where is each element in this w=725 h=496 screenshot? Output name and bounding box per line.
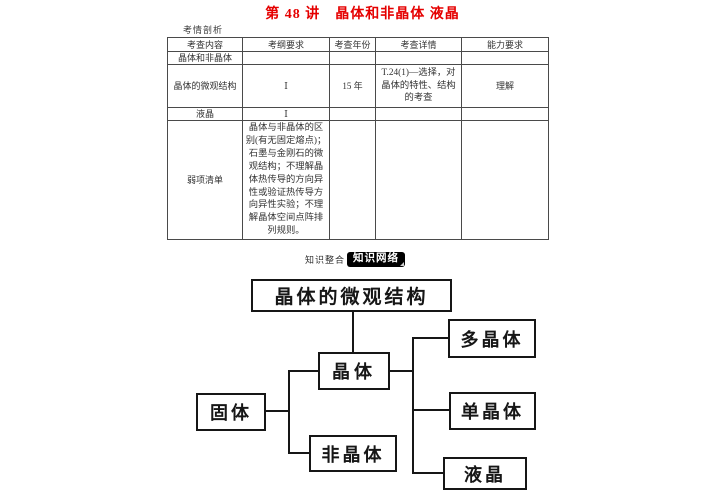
badge-label: 知识网络: [353, 253, 400, 264]
connector-root-to-crystal: [352, 312, 354, 352]
column-header: 考查年份: [329, 37, 376, 52]
column-header: 考查内容: [167, 37, 243, 52]
table-cell: [461, 51, 549, 65]
knowledge-network-badge: 知识网络: [347, 252, 406, 267]
connector-to-crystal: [288, 370, 318, 372]
table-cell: [461, 119, 549, 241]
page-title: 第 48 讲 晶体和非晶体 液晶: [265, 7, 460, 22]
connector-to-amorphous: [288, 452, 309, 454]
table-cell: 弱项清单: [167, 119, 243, 241]
table-cell: 液晶: [167, 107, 243, 121]
table-row: 晶体的微观结构 Ⅰ 15 年 T.24(1)—选择，对晶体的特性、结构的考查 理…: [167, 64, 549, 108]
table-cell: 晶体的微观结构: [167, 64, 243, 108]
table-cell: 理解: [461, 64, 549, 108]
table-cell: [242, 51, 330, 65]
table-cell: Ⅰ: [242, 64, 330, 108]
table-header-row: 考查内容 考纲要求 考查年份 考查详情 能力要求: [167, 37, 549, 52]
badge-corner-icon: [400, 262, 405, 266]
column-header: 考查详情: [375, 37, 462, 52]
table-cell: [375, 107, 462, 121]
knowledge-banner: 知识整合 知识网络: [305, 252, 406, 267]
exam-analysis-table: 考查内容 考纲要求 考查年份 考查详情 能力要求 晶体和非晶体 晶体的微观结构 …: [167, 37, 549, 241]
diagram-node-monocrystal: 单晶体: [449, 392, 536, 430]
diagram-node-liquid-crystal: 液晶: [443, 457, 527, 490]
connector-to-liquid-crystal: [412, 472, 443, 474]
table-row: 液晶 Ⅰ: [167, 107, 549, 121]
connector-to-monocrystal: [412, 409, 449, 411]
table-cell: [461, 107, 549, 121]
table-row: 晶体和非晶体: [167, 51, 549, 65]
column-header: 能力要求: [461, 37, 549, 52]
table-cell: [329, 107, 376, 121]
connector-crystal-stub: [390, 370, 414, 372]
table-cell: [375, 51, 462, 65]
table-cell: T.24(1)—选择，对晶体的特性、结构的考查: [375, 64, 462, 108]
diagram-node-micro-structure: 晶体的微观结构: [251, 279, 452, 312]
table-cell: [329, 51, 376, 65]
diagram-node-solid: 固体: [196, 393, 266, 431]
connector-solid-stub: [266, 410, 290, 412]
section-label-exam-analysis: 考情剖析: [183, 25, 224, 35]
connector-left-bracket: [288, 370, 290, 454]
table-cell: [329, 119, 376, 241]
table-cell: [375, 119, 462, 241]
diagram-node-amorphous: 非晶体: [309, 435, 397, 472]
connector-to-polycrystal: [412, 337, 448, 339]
table-cell: 15 年: [329, 64, 376, 108]
diagram-node-crystal: 晶体: [318, 352, 390, 390]
banner-prefix-label: 知识整合: [305, 254, 346, 265]
connector-right-bracket: [412, 337, 414, 474]
column-header: 考纲要求: [242, 37, 330, 52]
table-cell: 晶体和非晶体: [167, 51, 243, 65]
table-row: 弱项清单 晶体与非晶体的区别(有无固定熔点)；石墨与金刚石的微观结构；不理解晶体…: [167, 119, 549, 241]
table-cell: Ⅰ: [242, 107, 330, 121]
table-cell-weak-points: 晶体与非晶体的区别(有无固定熔点)；石墨与金刚石的微观结构；不理解晶体热传导的方…: [242, 119, 330, 241]
diagram-node-polycrystal: 多晶体: [448, 319, 536, 358]
